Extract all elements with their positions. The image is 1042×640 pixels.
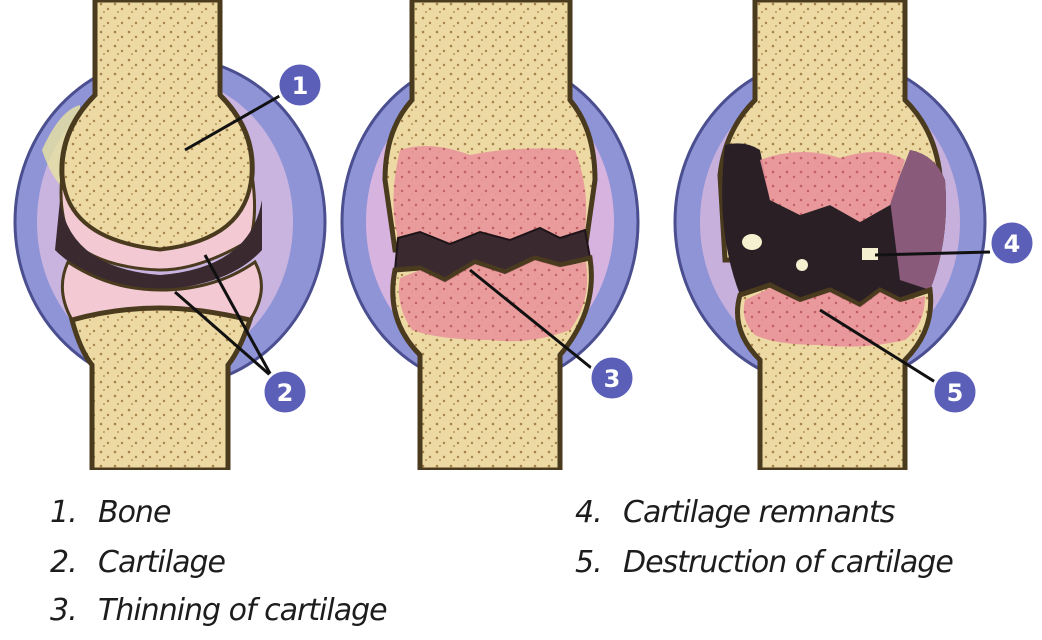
callout-4: 4 <box>990 221 1034 265</box>
upper-inflamed-bone <box>393 146 586 244</box>
legend-item-remnants: 4.Cartilage remnants <box>575 495 894 530</box>
legend-item-bone: 1.Bone <box>50 495 170 530</box>
legend-number: 2. <box>50 545 98 580</box>
callout-3: 3 <box>590 356 634 400</box>
svg-text:2: 2 <box>277 379 294 407</box>
callout-2: 2 <box>263 370 307 414</box>
upper-bone <box>62 0 252 250</box>
legend-item-destruction: 5.Destruction of cartilage <box>575 545 953 580</box>
svg-text:5: 5 <box>947 379 964 407</box>
legend-label: Destruction of cartilage <box>623 545 953 580</box>
svg-text:4: 4 <box>1004 230 1021 258</box>
legend-number: 5. <box>575 545 623 580</box>
legend-number: 3. <box>50 593 98 628</box>
legend-label: Cartilage remnants <box>623 495 894 530</box>
legend-label: Thinning of cartilage <box>98 593 387 628</box>
svg-text:3: 3 <box>604 365 621 393</box>
legend-item-cartilage: 2.Cartilage <box>50 545 225 580</box>
legend-number: 4. <box>575 495 623 530</box>
legend-label: Cartilage <box>98 545 225 580</box>
callout-1: 1 <box>278 63 322 107</box>
joint-diagram: 1 2 3 4 5 <box>0 0 1042 470</box>
legend-label: Bone <box>98 495 170 530</box>
cartilage-remnant <box>742 234 762 250</box>
svg-text:1: 1 <box>292 72 309 100</box>
legend-item-thinning: 3.Thinning of cartilage <box>50 593 387 628</box>
legend-number: 1. <box>50 495 98 530</box>
callout-5: 5 <box>933 370 977 414</box>
cartilage-remnant <box>796 259 808 271</box>
thinning-joint <box>342 0 638 470</box>
